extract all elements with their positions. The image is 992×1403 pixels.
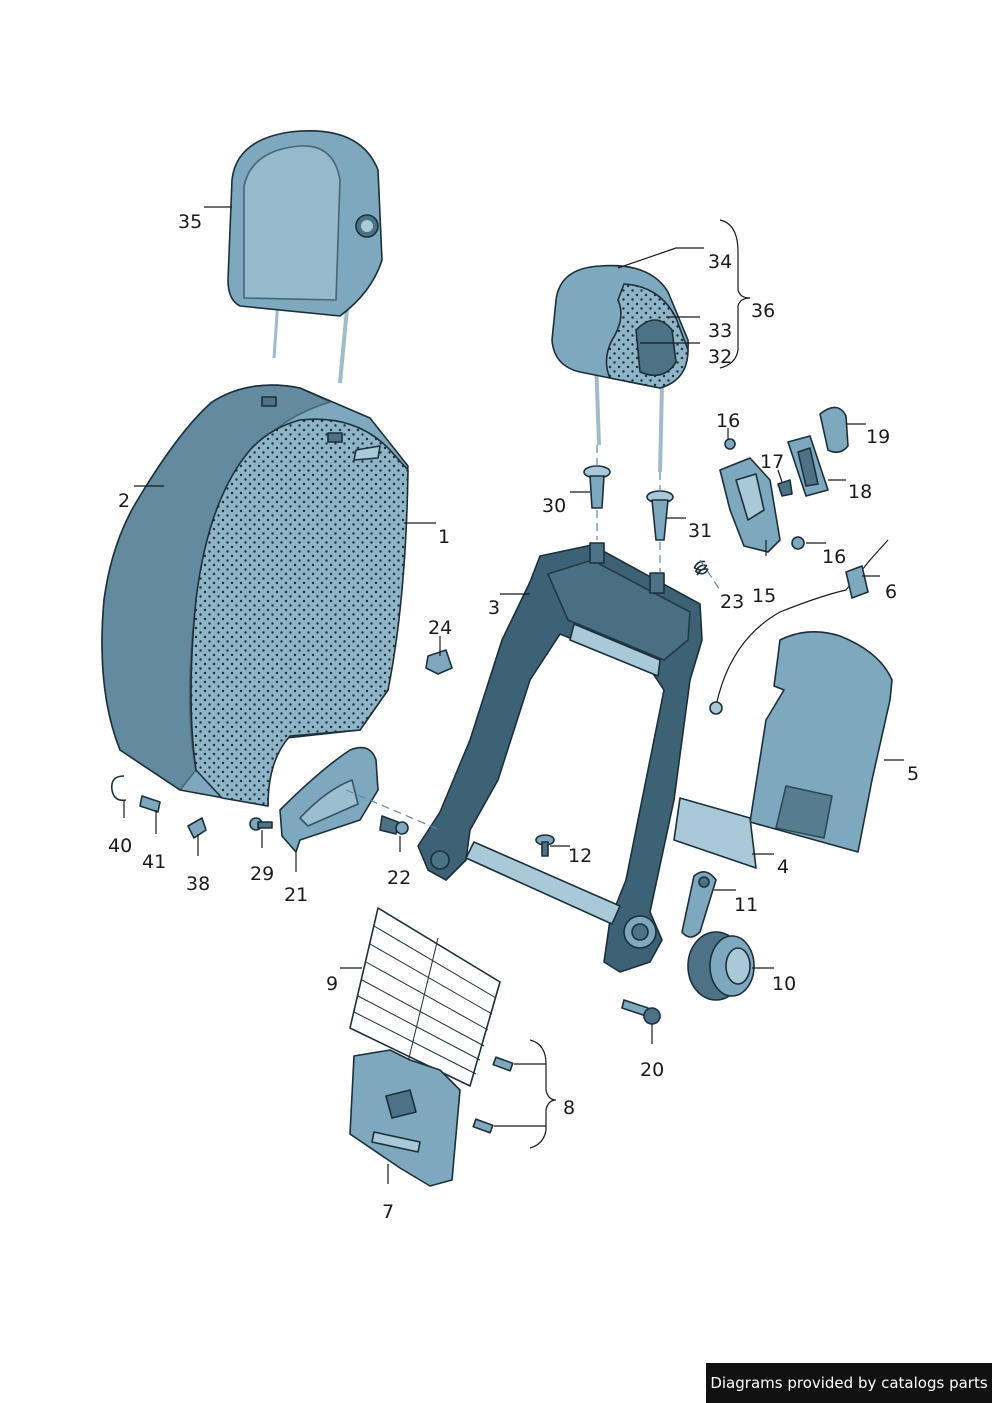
callout-11: 11 bbox=[734, 894, 758, 916]
trim-18 bbox=[787, 435, 829, 497]
callout-9: 9 bbox=[326, 973, 338, 995]
callout-38: 38 bbox=[186, 873, 210, 895]
screw-16a bbox=[724, 438, 736, 450]
screw-16b bbox=[791, 536, 805, 550]
headrest-guide-31 bbox=[646, 472, 674, 572]
knob-10 bbox=[687, 931, 755, 1001]
callout-34: 34 bbox=[708, 251, 732, 273]
callout-33: 33 bbox=[708, 320, 732, 342]
callout-7: 7 bbox=[382, 1201, 394, 1223]
callout-31: 31 bbox=[688, 520, 712, 542]
callout-16b: 16 bbox=[822, 546, 846, 568]
callout-20: 20 bbox=[640, 1059, 664, 1081]
leader-lines bbox=[123, 206, 904, 1184]
callout-29: 29 bbox=[250, 863, 274, 885]
callout-8: 8 bbox=[563, 1097, 575, 1119]
screw-12 bbox=[535, 834, 555, 857]
clip-24 bbox=[425, 649, 453, 675]
clip-17 bbox=[777, 479, 793, 497]
spring-8 bbox=[472, 1056, 514, 1134]
lever-19 bbox=[819, 406, 849, 454]
callout-22: 22 bbox=[387, 867, 411, 889]
callout-17: 17 bbox=[760, 451, 784, 473]
callout-18: 18 bbox=[848, 481, 872, 503]
callout-1: 1 bbox=[438, 526, 450, 548]
callout-23: 23 bbox=[720, 591, 744, 613]
push-clip-22 bbox=[379, 815, 409, 835]
callout-41: 41 bbox=[142, 851, 166, 873]
backrest-cover-2 bbox=[101, 384, 409, 807]
spring-23 bbox=[693, 559, 721, 591]
callout-3: 3 bbox=[488, 597, 500, 619]
callout-16a: 16 bbox=[716, 410, 740, 432]
callout-15: 15 bbox=[752, 585, 776, 607]
callout-2: 2 bbox=[118, 490, 130, 512]
headrest-assembly-36 bbox=[551, 264, 689, 473]
headrest-guide-30 bbox=[583, 445, 611, 540]
headrest-35 bbox=[227, 130, 383, 384]
callout-6: 6 bbox=[885, 581, 897, 603]
callout-5: 5 bbox=[907, 763, 919, 785]
bolt-20 bbox=[621, 999, 661, 1025]
callout-21: 21 bbox=[284, 884, 308, 906]
clip-38 bbox=[187, 817, 207, 839]
cable-6 bbox=[709, 539, 889, 715]
callout-12: 12 bbox=[568, 845, 592, 867]
callout-32: 32 bbox=[708, 346, 732, 368]
callout-40: 40 bbox=[108, 835, 132, 857]
ring-40 bbox=[110, 775, 127, 802]
side-trim-21 bbox=[279, 746, 441, 853]
callout-36: 36 bbox=[751, 300, 775, 322]
attribution-banner: Diagrams provided by catalogs parts bbox=[706, 1363, 992, 1403]
pad-4 bbox=[673, 797, 757, 869]
clip-41 bbox=[139, 795, 161, 813]
backrest-frame-3 bbox=[417, 542, 703, 973]
lever-11 bbox=[681, 871, 717, 938]
callout-19: 19 bbox=[866, 426, 890, 448]
callout-labels: 35 34 36 33 32 16 19 17 18 2 30 31 1 16 … bbox=[108, 211, 919, 1223]
callout-4: 4 bbox=[777, 856, 789, 878]
screw-29 bbox=[249, 817, 273, 831]
wire-mat-9 bbox=[349, 907, 501, 1087]
callout-24: 24 bbox=[428, 617, 452, 639]
callout-35: 35 bbox=[178, 211, 202, 233]
attribution-text: Diagrams provided by catalogs parts bbox=[710, 1374, 988, 1392]
callout-10: 10 bbox=[772, 973, 796, 995]
trim-15 bbox=[719, 457, 781, 553]
back-panel-5 bbox=[749, 631, 893, 853]
callout-30: 30 bbox=[542, 495, 566, 517]
lumbar-plate-7 bbox=[349, 1049, 461, 1187]
